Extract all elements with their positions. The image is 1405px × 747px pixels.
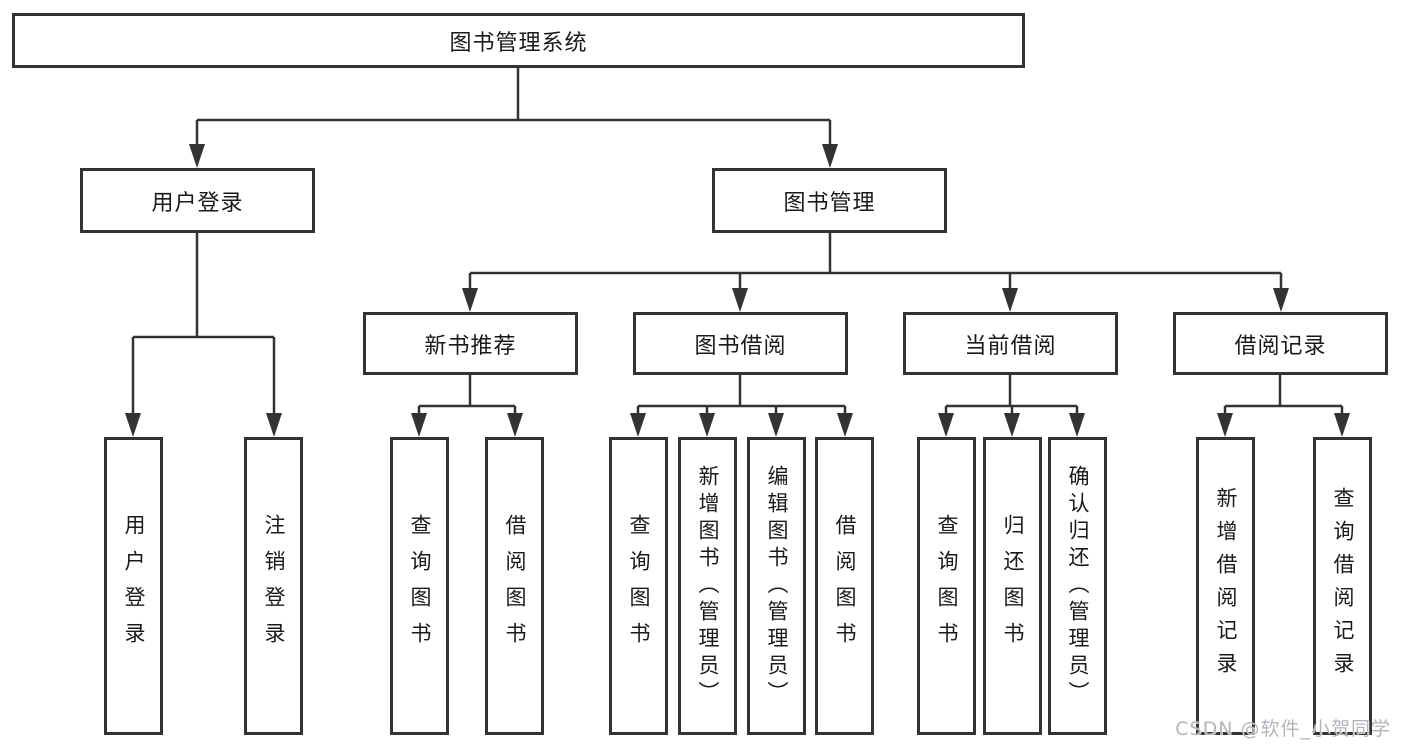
arrow-down-icon [411, 413, 427, 437]
arrow-down-icon [768, 413, 784, 437]
leaf-current-confirm-return-admin-label: 确认归还（管理员） [1066, 464, 1090, 708]
arrow-down-icon [699, 413, 715, 437]
leaf-logout-login-label: 注销登录 [262, 514, 286, 658]
arrow-down-icon [1273, 288, 1289, 312]
arrow-down-icon [1069, 413, 1085, 437]
node-new-book-recommend-label: 新书推荐 [424, 333, 517, 359]
arrow-down-icon [837, 413, 853, 437]
leaf-borrow-edit-books-admin: 编辑图书（管理员） [747, 437, 806, 735]
leaf-recommend-query-books-label: 查询图书 [408, 514, 432, 658]
leaf-borrow-borrow-books-label: 借阅图书 [833, 514, 857, 658]
arrow-down-icon [822, 144, 838, 168]
leaf-records-query-record: 查询借阅记录 [1313, 437, 1372, 735]
node-user-login-label: 用户登录 [151, 190, 244, 216]
leaf-borrow-query-books: 查询图书 [609, 437, 668, 735]
arrow-down-icon [507, 413, 523, 437]
leaf-records-add-record: 新增借阅记录 [1196, 437, 1255, 735]
leaf-current-return-books-label: 归还图书 [1001, 514, 1025, 658]
watermark: CSDN @软件_小贺同学 [1175, 718, 1391, 740]
leaf-current-query-books: 查询图书 [917, 437, 976, 735]
arrow-down-icon [1002, 288, 1018, 312]
node-book-borrowing: 图书借阅 [633, 312, 848, 375]
arrow-down-icon [1217, 413, 1233, 437]
arrow-down-icon [462, 288, 478, 312]
node-book-management-label: 图书管理 [783, 190, 876, 216]
leaf-borrow-add-books-admin: 新增图书（管理员） [678, 437, 737, 735]
node-current-borrowing: 当前借阅 [903, 312, 1118, 375]
leaf-current-confirm-return-admin: 确认归还（管理员） [1048, 437, 1107, 735]
leaf-current-query-books-label: 查询图书 [935, 514, 959, 658]
leaf-records-query-record-label: 查询借阅记录 [1331, 487, 1355, 685]
arrow-down-icon [938, 413, 954, 437]
node-current-borrowing-label: 当前借阅 [964, 333, 1057, 359]
leaf-user-login: 用户登录 [104, 437, 163, 735]
arrow-down-icon [630, 413, 646, 437]
node-borrowing-records: 借阅记录 [1173, 312, 1388, 375]
leaf-borrow-edit-books-admin-label: 编辑图书（管理员） [765, 464, 789, 708]
node-borrowing-records-label: 借阅记录 [1234, 333, 1327, 359]
leaf-borrow-add-books-admin-label: 新增图书（管理员） [696, 464, 720, 708]
leaf-recommend-borrow-books-label: 借阅图书 [503, 514, 527, 658]
node-user-login: 用户登录 [80, 168, 315, 233]
leaf-recommend-borrow-books: 借阅图书 [485, 437, 544, 735]
leaf-user-login-label: 用户登录 [122, 514, 146, 658]
leaf-recommend-query-books: 查询图书 [390, 437, 449, 735]
leaf-records-add-record-label: 新增借阅记录 [1214, 487, 1238, 685]
leaf-borrow-query-books-label: 查询图书 [627, 514, 651, 658]
arrow-down-icon [732, 288, 748, 312]
node-book-management: 图书管理 [712, 168, 947, 233]
arrow-down-icon [189, 144, 205, 168]
leaf-borrow-borrow-books: 借阅图书 [815, 437, 874, 735]
arrow-down-icon [1004, 413, 1020, 437]
leaf-logout-login: 注销登录 [244, 437, 303, 735]
arrow-down-icon [125, 413, 141, 437]
arrow-down-icon [1334, 413, 1350, 437]
arrow-down-icon [266, 413, 282, 437]
node-book-borrowing-label: 图书借阅 [694, 333, 787, 359]
node-library-system-label: 图书管理系统 [449, 30, 588, 56]
node-library-system: 图书管理系统 [12, 13, 1025, 68]
leaf-current-return-books: 归还图书 [983, 437, 1042, 735]
node-new-book-recommend: 新书推荐 [363, 312, 578, 375]
